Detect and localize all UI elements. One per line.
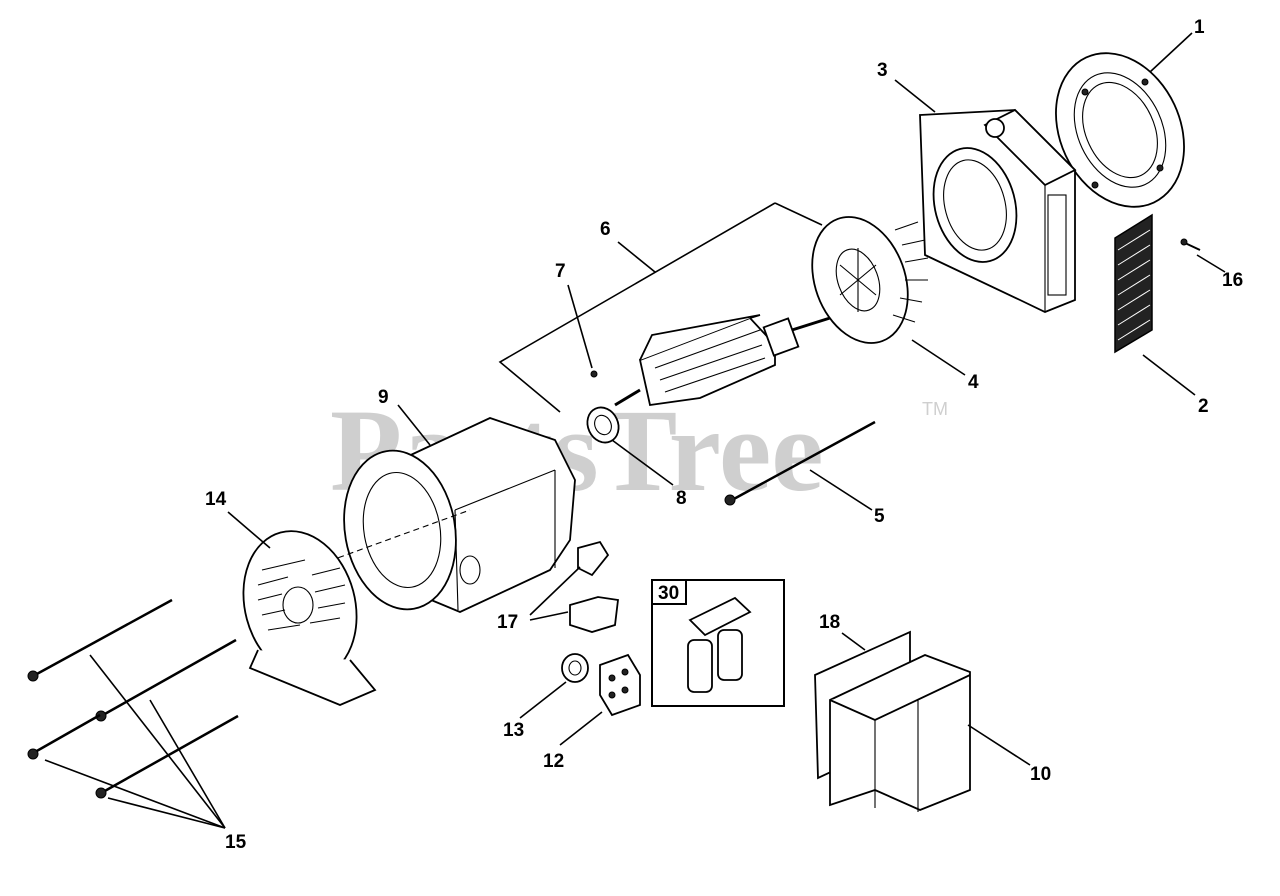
part-7-key[interactable] <box>590 370 598 378</box>
part-16-screw[interactable] <box>1180 238 1201 251</box>
part-14-end-bell[interactable] <box>227 518 377 706</box>
callout-5: 5 <box>874 506 885 527</box>
callout-numbers: 1 2 3 4 5 6 7 8 9 10 12 13 14 15 16 17 1… <box>205 17 1243 853</box>
callout-15: 15 <box>225 832 247 853</box>
part-6-rotor[interactable] <box>614 314 831 407</box>
inset-brush-kit[interactable]: 30 <box>651 579 785 707</box>
callout-6: 6 <box>600 219 611 240</box>
callout-2: 2 <box>1198 396 1209 417</box>
callout-10: 10 <box>1030 764 1051 785</box>
callout-7: 7 <box>555 261 566 282</box>
callout-12: 12 <box>543 751 564 772</box>
part-6-rotor-group-bracket <box>498 202 823 413</box>
callout-3: 3 <box>877 60 888 81</box>
callout-13: 13 <box>503 720 524 741</box>
callout-1: 1 <box>1194 17 1205 38</box>
part-4-fan[interactable] <box>795 204 929 357</box>
part-5-through-bolt[interactable] <box>724 420 876 506</box>
part-15-tie-rods[interactable] <box>27 598 239 799</box>
inset-label: 30 <box>658 583 679 604</box>
callout-8: 8 <box>676 488 687 509</box>
leader-lines <box>44 32 1226 829</box>
part-8-bearing[interactable] <box>582 402 624 447</box>
part-10-cover[interactable] <box>829 654 971 812</box>
callout-17: 17 <box>497 612 518 633</box>
part-1-end-plate[interactable] <box>1032 32 1208 228</box>
part-2-screen[interactable] <box>1114 213 1153 354</box>
callout-9: 9 <box>378 387 389 408</box>
part-9-stator-housing[interactable] <box>309 417 576 618</box>
part-13-grommet[interactable] <box>561 653 589 683</box>
watermark-trademark: TM <box>922 399 948 419</box>
part-3-bracket-housing[interactable] <box>919 108 1077 313</box>
callout-4: 4 <box>968 372 979 393</box>
callout-14: 14 <box>205 489 227 510</box>
callout-18: 18 <box>819 612 840 633</box>
part-12-terminal-block[interactable] <box>599 653 641 717</box>
part-17-clips[interactable] <box>569 540 619 633</box>
callout-16: 16 <box>1222 270 1243 291</box>
